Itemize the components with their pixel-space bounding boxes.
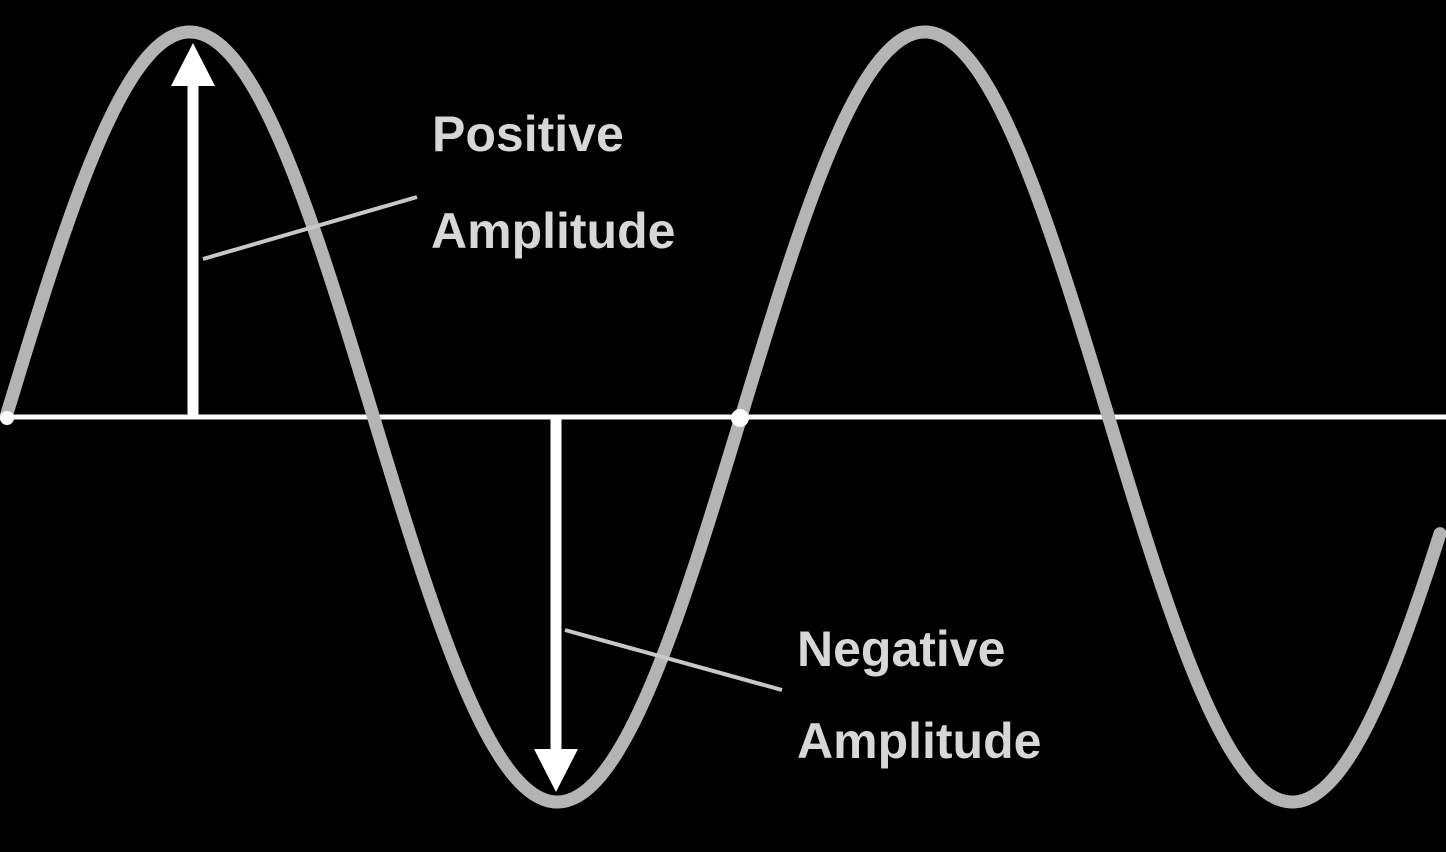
positive-amplitude-arrowhead [171, 43, 215, 86]
negative-amplitude-arrowhead [534, 749, 578, 792]
sine-wave [0, 25, 1446, 809]
negative-label-line2: Amplitude [797, 713, 1041, 769]
positive-label-line1: Positive [432, 106, 624, 162]
zero-crossing-dot-left [0, 411, 14, 425]
positive-leader-line [202, 195, 418, 261]
positive-label-line2: Amplitude [431, 203, 675, 259]
negative-leader-line [564, 628, 783, 692]
negative-label-line1: Negative [797, 621, 1005, 677]
zero-crossing-dot [731, 409, 749, 427]
